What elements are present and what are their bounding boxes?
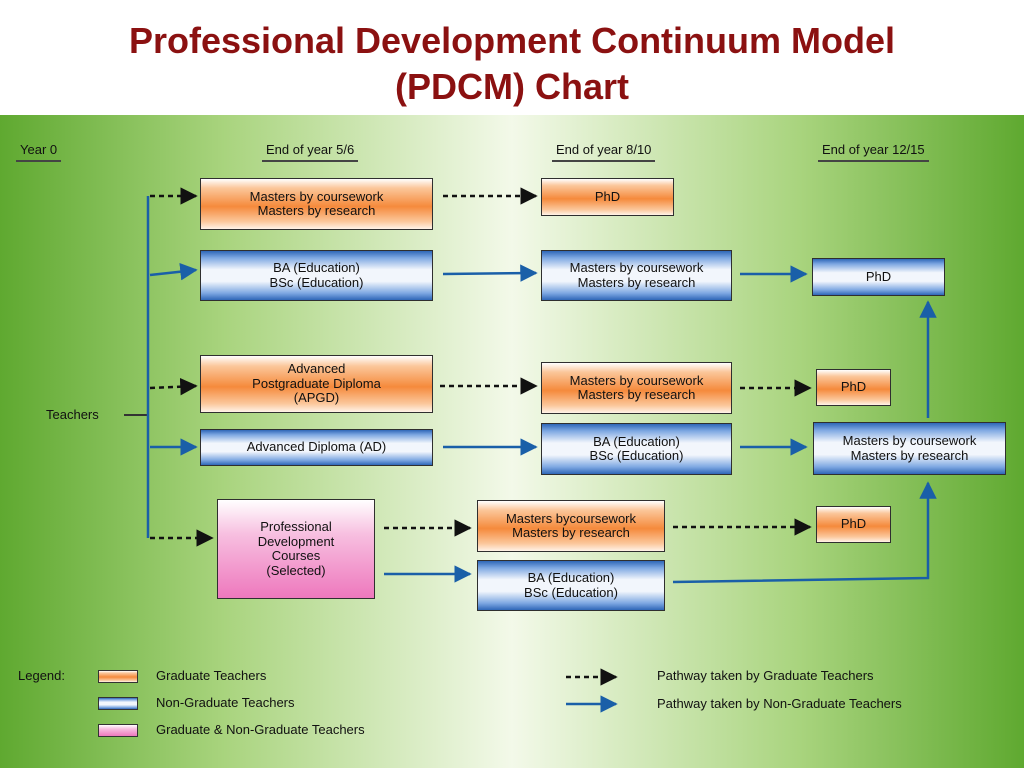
header-year-12: End of year 12/15: [818, 142, 929, 162]
legend-dashed-label: Pathway taken by Graduate Teachers: [657, 668, 874, 683]
arrow-r6-up: [672, 481, 937, 584]
box-ad-r4: Advanced Diploma (AD): [200, 429, 433, 466]
legend-swatch-non-graduate: [98, 697, 138, 710]
branch-2: [149, 263, 198, 281]
teachers-label: Teachers: [46, 407, 99, 422]
box-masters-r4: Masters by coursework Masters by researc…: [813, 422, 1006, 475]
branch-3: [149, 377, 198, 396]
box-masters-r5: Masters bycoursework Masters by research: [477, 500, 665, 552]
header-year-8: End of year 8/10: [552, 142, 656, 162]
legend-both: Graduate & Non-Graduate Teachers: [156, 722, 365, 737]
box-pd-courses: Professional Development Courses (Select…: [217, 499, 375, 599]
box-apgd-r3: Advanced Postgraduate Diploma (APGD): [200, 355, 433, 413]
title-line-2: (PDCM) Chart: [395, 66, 629, 107]
page-title: Professional Development Continuum Model…: [0, 18, 1024, 110]
box-phd-r3: PhD: [816, 369, 891, 406]
legend-swatch-both: [98, 724, 138, 737]
legend-title: Legend:: [18, 668, 65, 683]
legend-graduate: Graduate Teachers: [156, 668, 267, 683]
box-phd-r5: PhD: [816, 506, 891, 543]
legend-solid-label: Pathway taken by Non-Graduate Teachers: [657, 696, 902, 711]
legend-swatch-graduate: [98, 670, 138, 683]
box-phd-r1: PhD: [541, 178, 674, 216]
box-phd-r2: PhD: [812, 258, 945, 296]
legend-non-graduate: Non-Graduate Teachers: [156, 695, 295, 710]
header-year-0: Year 0: [16, 142, 62, 162]
box-masters-r2: Masters by coursework Masters by researc…: [541, 250, 732, 301]
title-line-1: Professional Development Continuum Model: [128, 20, 896, 61]
box-ba-r4: BA (Education) BSc (Education): [541, 423, 732, 475]
box-masters-r3: Masters by coursework Masters by researc…: [541, 362, 732, 414]
box-ba-r2: BA (Education) BSc (Education): [200, 250, 433, 301]
box-ba-r6: BA (Education) BSc (Education): [477, 560, 665, 611]
arrow-r2a: [442, 264, 538, 282]
box-masters-r1: Masters by coursework Masters by researc…: [200, 178, 433, 230]
header-year-5: End of year 5/6: [262, 142, 359, 162]
